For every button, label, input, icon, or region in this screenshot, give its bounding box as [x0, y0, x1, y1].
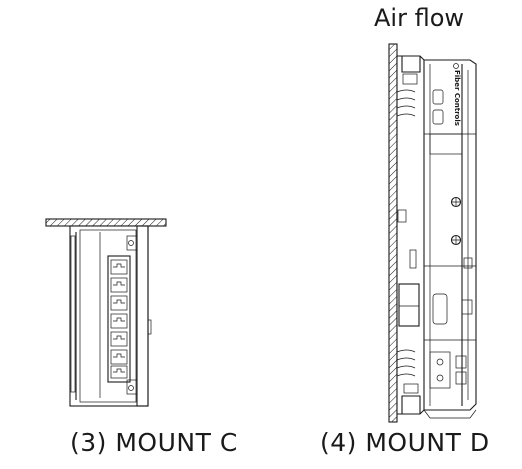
brand-mark-text: Fiber Controls: [453, 70, 461, 126]
mount-c-terminal-block: [107, 255, 131, 383]
mount-c-drawing: [45, 218, 167, 407]
mount-c-caption: (3) MOUNT C: [70, 428, 238, 457]
mount-d-drawing: Fiber Controls: [388, 43, 477, 423]
mount-d-wall-plate: [388, 43, 398, 423]
mount-d-device-body: [396, 55, 477, 415]
mount-d-caption: (4) MOUNT D: [320, 428, 490, 457]
air-flow-label: Air flow: [374, 4, 465, 32]
mount-c-ceiling-plate: [45, 218, 167, 227]
